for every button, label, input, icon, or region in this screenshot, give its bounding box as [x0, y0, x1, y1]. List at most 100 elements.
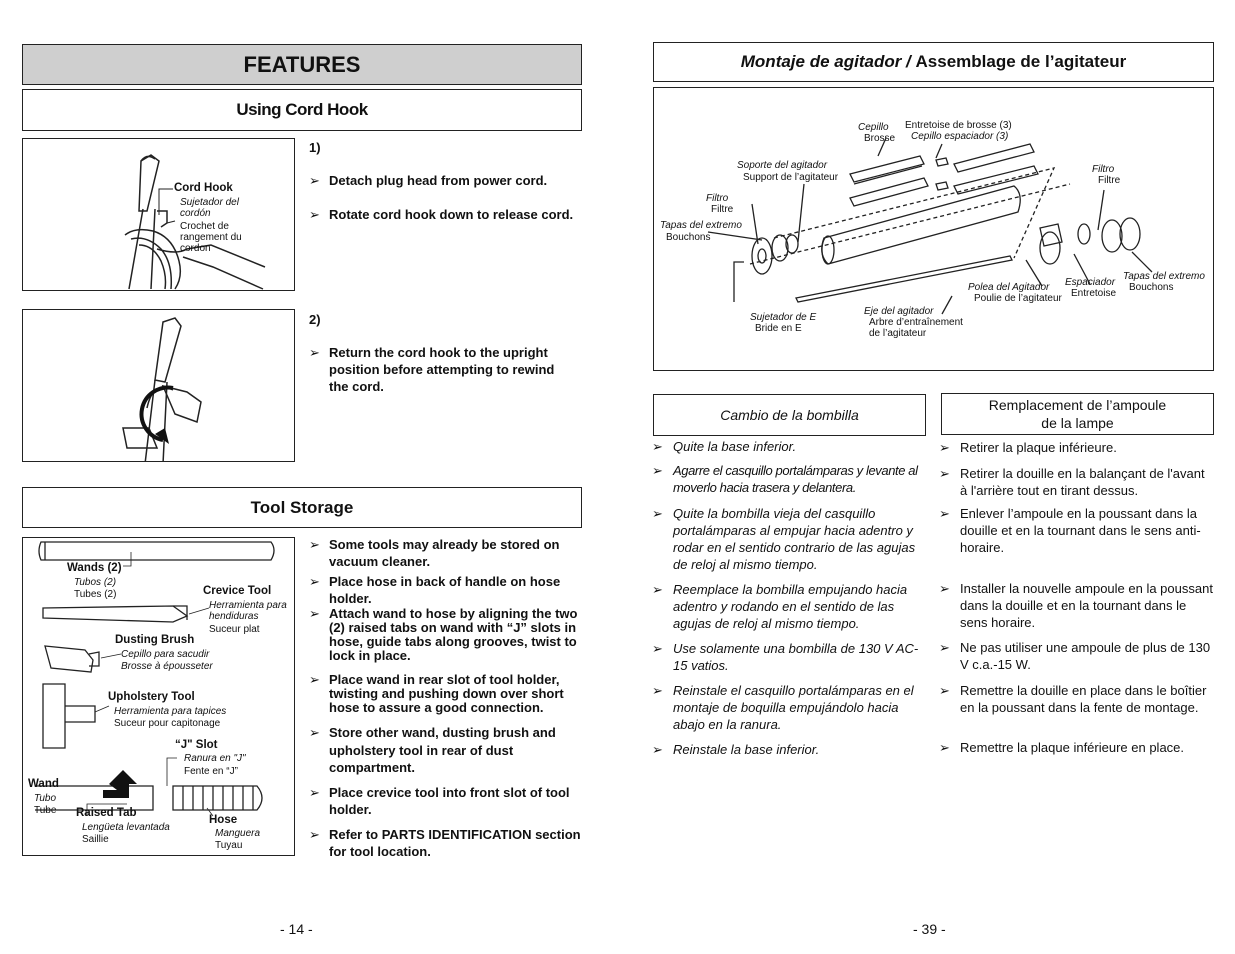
wands-label-fr: Tubes (2) — [74, 589, 117, 600]
wands-label: Wands (2) — [67, 562, 122, 574]
bullet-arrow-icon: ➢ — [309, 173, 320, 188]
sujetador-label: Sujetador de E — [750, 312, 817, 323]
entretoise2-label: Entretoise — [1071, 288, 1117, 299]
bullet-arrow-icon: ➢ — [309, 827, 320, 842]
tool-bullet-5: ➢ Store other wand, dusting brush and up… — [309, 725, 556, 775]
bullet-arrow-icon: ➢ — [939, 640, 950, 655]
fr-bullet-2: ➢Retirer la douille en la balançant de l… — [939, 466, 1205, 498]
arbre2-label: de l’agitateur — [869, 328, 927, 339]
tool-bullet-2: ➢ Place hose in back of handle on hose h… — [309, 574, 561, 606]
bullet-arrow-icon: ➢ — [309, 725, 320, 740]
raised-tab-label-fr: Saillie — [82, 834, 109, 845]
bouchons-left-label: Bouchons — [666, 232, 711, 243]
tool-storage-heading: Tool Storage — [22, 487, 582, 528]
es-bullet-3: ➢Quite la bombilla vieja del casquillo p… — [652, 506, 916, 572]
features-title: FEATURES — [22, 44, 582, 85]
raised-tab-label: Raised Tab — [76, 807, 137, 819]
poulie-label: Poulie de l’agitateur — [974, 293, 1062, 304]
hose-label-fr: Tuyau — [215, 840, 243, 851]
bullet-arrow-icon: ➢ — [652, 582, 663, 597]
wand-label-es: Tubo — [34, 793, 57, 804]
bride-label: Bride en E — [755, 323, 802, 334]
bullet-arrow-icon: ➢ — [309, 574, 320, 589]
espaciador-label: Espaciador — [1065, 277, 1116, 288]
french-heading-line-2: de la lampe — [1041, 415, 1114, 431]
cepillo-label: Cepillo — [858, 122, 889, 133]
tool-bullet-3: ➢ Attach wand to hose by aligning the tw… — [309, 606, 578, 663]
entretoise-label: Entretoise de brosse (3) — [905, 120, 1012, 131]
fr-bullet-1: ➢Retirer la plaque inférieure. — [939, 440, 1117, 455]
step-1-bullet-1: ➢ Detach plug head from power cord. — [309, 173, 548, 188]
wand-label-fr: Tube — [34, 805, 57, 816]
bullet-arrow-icon: ➢ — [939, 581, 950, 596]
wands-label-es: Tubos (2) — [74, 577, 117, 588]
bullet-arrow-icon: ➢ — [309, 606, 320, 621]
step-1-number: 1) — [309, 140, 321, 155]
brosse-label: Brosse — [864, 133, 896, 144]
bullet-arrow-icon: ➢ — [652, 439, 663, 454]
spanish-heading: Cambio de la bombilla — [653, 394, 926, 436]
page-number-right: - 39 - — [913, 921, 946, 937]
tool-bullet-6: ➢ Place crevice tool into front slot of … — [309, 785, 570, 817]
fr-bullet-6: ➢Remettre la douille en place dans le bo… — [939, 683, 1207, 715]
tapas-right-label: Tapas del extremo — [1123, 271, 1205, 282]
bouchons-right-label: Bouchons — [1129, 282, 1174, 293]
dusting-brush-label-fr: Brosse à épousseter — [121, 661, 213, 672]
cord-hook-heading: Using Cord Hook — [22, 89, 582, 131]
step-2-bullet-1: ➢ Return the cord hook to the upright po… — [309, 345, 555, 394]
cord-hook-label: Cord Hook — [174, 182, 233, 194]
spanish-heading-text: Cambio de la bombilla — [720, 407, 859, 423]
hose-label-es: Manguera — [215, 828, 261, 839]
bullet-arrow-icon: ➢ — [939, 506, 950, 521]
tool-storage-heading-text: Tool Storage — [250, 497, 354, 517]
es-bullet-2: ➢Agarre el casquillo portalámparas y lev… — [652, 463, 918, 495]
tools-drawing-icon — [35, 541, 275, 817]
soporte-label: Soporte del agitador — [737, 160, 828, 171]
agitator-assembly-heading: Montaje de agitador / Assemblage de l’ag… — [653, 42, 1214, 82]
filtre-right-label: Filtre — [1098, 175, 1121, 186]
wand-label: Wand — [28, 778, 59, 790]
tool-bullet-7: ➢ Refer to PARTS IDENTIFICATION section … — [309, 827, 581, 859]
agitator-title-es: Montaje de agitador / — [740, 52, 911, 71]
arbre-label: Arbre d’entraînement — [869, 317, 963, 328]
j-slot-label-es: Ranura en "J" — [184, 753, 246, 764]
crevice-tool-label: Crevice Tool — [203, 585, 272, 597]
es-bullet-5: ➢Use solamente una bombilla de 130 V AC-… — [652, 641, 919, 673]
fr-bullet-3: ➢Enlever l’ampoule en la poussant dans l… — [939, 506, 1201, 555]
cord-hook-drawing-icon — [124, 154, 266, 290]
bullet-arrow-icon: ➢ — [652, 463, 663, 478]
cord-hook-rotate-drawing-icon — [122, 317, 202, 461]
tool-storage-illustration: Wands (2) Tubos (2) Tubes (2) Crevice To… — [22, 537, 295, 856]
bullet-arrow-icon: ➢ — [652, 506, 663, 521]
crevice-tool-label-es: Herramienta para hendiduras — [209, 600, 287, 622]
upholstery-tool-label-es: Herramienta para tapices — [114, 706, 227, 717]
bullet-arrow-icon: ➢ — [309, 537, 320, 552]
j-slot-label: “J" Slot — [175, 739, 218, 751]
cord-hook-illustration-2 — [22, 309, 295, 462]
filtre-left-label: Filtre — [711, 204, 734, 215]
bullet-arrow-icon: ➢ — [939, 683, 950, 698]
es-bullet-4: ➢Reemplace la bombilla empujando hacia a… — [652, 582, 908, 631]
agitator-diagram: Cepillo Brosse Entretoise de brosse (3) … — [653, 87, 1214, 371]
bullet-arrow-icon: ➢ — [309, 345, 320, 360]
bullet-arrow-icon: ➢ — [939, 440, 950, 455]
raised-tab-label-es: Lengüeta levantada — [82, 822, 170, 833]
es-bullet-6: ➢Reinstale el casquillo portalámparas en… — [652, 683, 914, 732]
bullet-arrow-icon: ➢ — [309, 207, 320, 222]
page-number-left: - 14 - — [280, 921, 313, 937]
fr-bullet-4: ➢Installer la nouvelle ampoule en la pou… — [939, 581, 1213, 630]
bullet-arrow-icon: ➢ — [939, 466, 950, 481]
cord-hook-heading-text: Using Cord Hook — [236, 100, 368, 119]
filtro-left-label: Filtro — [706, 193, 729, 204]
cord-hook-label-fr: Crochet de rangement du cordon — [180, 221, 242, 254]
cord-hook-label-es: Sujetador del cordón — [180, 197, 239, 219]
french-heading: Remplacement de l’ampoule de la lampe — [941, 393, 1214, 435]
eje-label: Eje del agitador — [864, 306, 934, 317]
tapas-left-label: Tapas del extremo — [660, 220, 742, 231]
upholstery-tool-label-fr: Suceur pour capitonage — [114, 718, 221, 729]
filtro-right-label: Filtro — [1092, 164, 1115, 175]
agitator-title-fr: Assemblage de l’agitateur — [915, 52, 1127, 71]
dusting-brush-label: Dusting Brush — [115, 634, 195, 646]
crevice-tool-label-fr: Suceur plat — [209, 624, 260, 635]
es-bullet-1: ➢Quite la base inferior. — [652, 439, 797, 454]
